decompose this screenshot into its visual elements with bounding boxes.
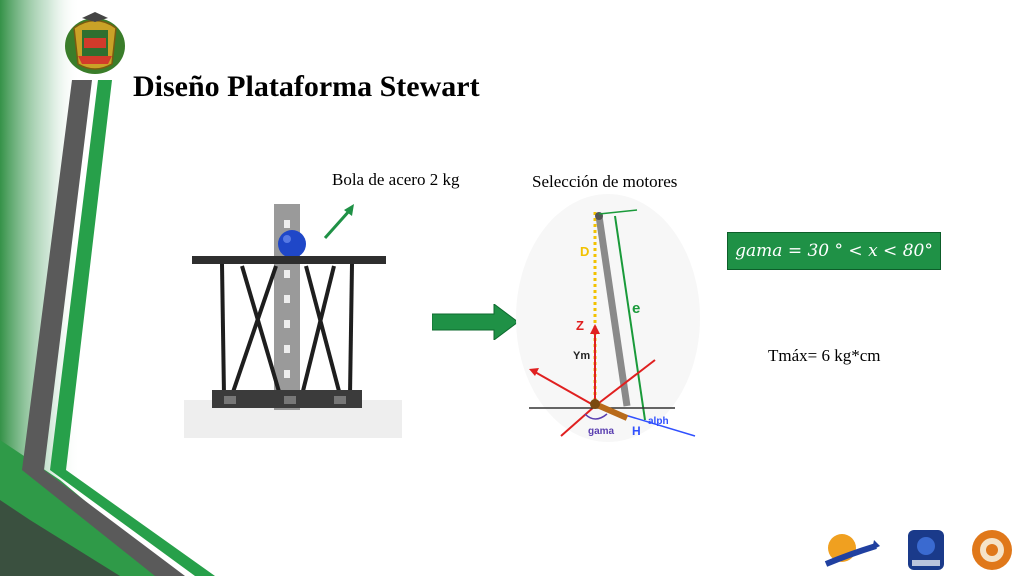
pointer-arrow-icon <box>323 204 354 239</box>
logo-gear-icon <box>972 530 1012 570</box>
motor-geometry-diagram <box>516 194 700 442</box>
arrow-right-icon <box>432 304 518 340</box>
logo-mecatronica-icon <box>908 530 944 570</box>
diagram-label-d: D <box>580 244 590 259</box>
diagram-label-h: H <box>632 424 641 438</box>
ball-label: Bola de acero 2 kg <box>332 170 460 189</box>
diagram-label-alpha: alph <box>648 416 669 427</box>
motors-label: Selección de motores <box>532 172 678 191</box>
stewart-platform-image <box>184 200 402 438</box>
max-torque-text: Tmáx= 6 kg*cm <box>768 346 881 365</box>
logo-robot-icon <box>824 534 880 567</box>
diagram-label-gama: gama <box>588 426 615 437</box>
slide-title: Diseño Plataforma Stewart <box>133 70 480 103</box>
diagram-label-z: Z <box>576 318 584 333</box>
gama-range-formula: 𝑔𝑎𝑚𝑎 = 30 ° < 𝑥 < 80° <box>727 232 941 270</box>
diagram-label-ym: Ym <box>573 350 591 362</box>
diagram-label-e: e <box>632 300 641 317</box>
university-crest-icon <box>65 12 125 74</box>
